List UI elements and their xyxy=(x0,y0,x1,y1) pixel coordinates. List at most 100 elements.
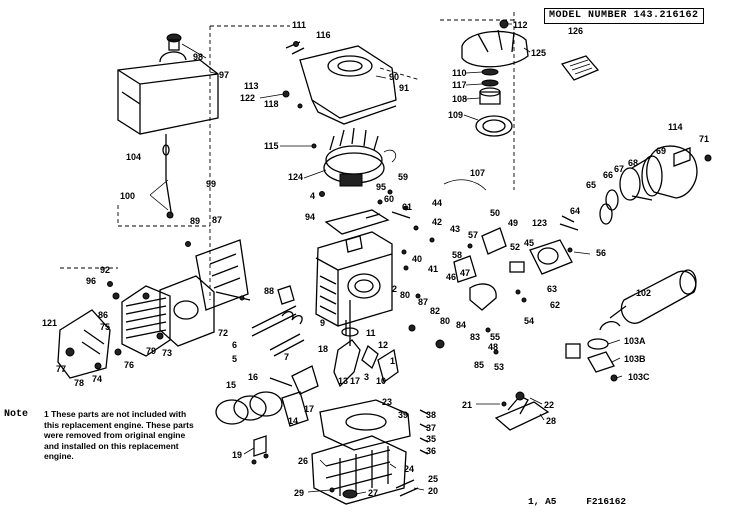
part-label-27: 27 xyxy=(368,488,378,498)
part-label-122: 122 xyxy=(240,93,255,103)
part-label-53: 53 xyxy=(494,362,504,372)
part-label-87b: 87 xyxy=(418,297,428,307)
part-label-42: 42 xyxy=(432,217,442,227)
part-label-59: 59 xyxy=(398,172,408,182)
part-label-13: 13 xyxy=(338,376,348,386)
note-text: 1 These parts are not included with this… xyxy=(44,409,194,461)
part-label-97: 97 xyxy=(219,70,229,80)
dashed-bracket-lines xyxy=(60,12,515,300)
part-label-62: 62 xyxy=(550,300,560,310)
note-heading: Note xyxy=(4,409,29,420)
part-label-74: 74 xyxy=(92,374,102,384)
part-label-58: 58 xyxy=(452,250,462,260)
part-label-35: 35 xyxy=(426,434,436,444)
part-label-66: 66 xyxy=(603,170,613,180)
part-label-103b: 103B xyxy=(624,354,646,364)
part-label-17b: 17 xyxy=(304,404,314,414)
part-label-77: 77 xyxy=(56,364,66,374)
part-label-49: 49 xyxy=(508,218,518,228)
part-label-14: 14 xyxy=(288,416,298,426)
part-label-124: 124 xyxy=(288,172,303,182)
part-label-112: 112 xyxy=(513,20,528,30)
part-label-71: 71 xyxy=(699,134,709,144)
part-label-47: 47 xyxy=(460,268,470,278)
part-label-88: 88 xyxy=(264,286,274,296)
part-label-5: 5 xyxy=(232,354,237,364)
part-label-17: 17 xyxy=(350,376,360,386)
fasteners-drawing xyxy=(107,41,573,493)
fuel-tank-drawing xyxy=(117,51,219,135)
head-baffle-drawing xyxy=(57,309,122,379)
part-label-86: 86 xyxy=(98,310,108,320)
part-label-48: 48 xyxy=(488,342,498,352)
part-label-38: 38 xyxy=(426,410,436,420)
part-label-63: 63 xyxy=(547,284,557,294)
part-label-55: 55 xyxy=(490,332,500,342)
part-label-89: 89 xyxy=(190,216,200,226)
flywheel-drawing xyxy=(323,127,397,187)
starter-assembly-drawing xyxy=(461,19,529,137)
part-label-109: 109 xyxy=(448,110,463,120)
footer-scale: 1, A5 xyxy=(528,496,557,507)
part-label-96: 96 xyxy=(86,276,96,286)
part-label-126: 126 xyxy=(568,26,583,36)
part-label-19: 19 xyxy=(232,450,242,460)
part-label-76: 76 xyxy=(124,360,134,370)
part-label-78: 78 xyxy=(74,378,84,388)
muffler-drawing xyxy=(565,269,697,382)
part-label-68: 68 xyxy=(628,158,638,168)
diagram-footer: 1, A5 F216162 xyxy=(528,496,650,507)
part-label-90: 90 xyxy=(389,72,399,82)
part-label-64: 64 xyxy=(570,206,580,216)
cylinder-block-drawing xyxy=(315,209,411,327)
part-label-102: 102 xyxy=(636,288,651,298)
part-label-40: 40 xyxy=(412,254,422,264)
part-label-83: 83 xyxy=(470,332,480,342)
part-label-18: 18 xyxy=(318,344,328,354)
part-label-92: 92 xyxy=(100,265,110,275)
part-label-103a: 103A xyxy=(624,336,646,346)
part-label-28: 28 xyxy=(546,416,556,426)
part-label-52: 52 xyxy=(510,242,520,252)
part-label-99: 99 xyxy=(206,179,216,189)
part-label-110: 110 xyxy=(452,68,467,78)
part-label-98: 98 xyxy=(193,52,203,62)
part-number-labels: 111 116 112 125 126 98 97 113 122 118 90… xyxy=(42,20,709,498)
part-label-104: 104 xyxy=(126,152,141,162)
part-label-114: 114 xyxy=(668,122,683,132)
leader-lines xyxy=(181,23,623,495)
part-label-15: 15 xyxy=(226,380,236,390)
part-label-123: 123 xyxy=(532,218,547,228)
piston-rings-drawing xyxy=(215,391,283,425)
part-label-115: 115 xyxy=(264,141,279,151)
part-label-117: 117 xyxy=(452,80,467,90)
part-label-103c: 103C xyxy=(628,372,650,382)
part-label-43: 43 xyxy=(450,224,460,234)
part-label-116: 116 xyxy=(316,30,331,40)
part-label-108: 108 xyxy=(452,94,467,104)
part-label-23: 23 xyxy=(382,397,392,407)
part-label-50: 50 xyxy=(490,208,500,218)
part-label-24: 24 xyxy=(404,464,414,474)
part-label-44: 44 xyxy=(432,198,442,208)
part-label-1: 1 xyxy=(390,356,395,366)
crankshaft-drawing xyxy=(333,300,399,388)
crankcase-cover-drawing xyxy=(253,399,419,505)
carburetor-drawing xyxy=(443,179,579,311)
part-label-11: 11 xyxy=(366,328,376,338)
part-label-94: 94 xyxy=(305,212,315,222)
part-label-72: 72 xyxy=(218,328,228,338)
camshaft-drawing xyxy=(269,365,319,427)
part-label-80b: 80 xyxy=(440,316,450,326)
part-label-91: 91 xyxy=(399,83,409,93)
part-label-46: 46 xyxy=(446,272,456,282)
part-label-37: 37 xyxy=(426,423,436,433)
part-label-41: 41 xyxy=(428,264,438,274)
part-label-10: 10 xyxy=(376,376,386,386)
part-label-118: 118 xyxy=(264,99,279,109)
part-label-7: 7 xyxy=(284,352,289,362)
part-label-69: 69 xyxy=(656,146,666,156)
part-label-87: 87 xyxy=(212,215,222,225)
part-label-39: 39 xyxy=(398,410,408,420)
